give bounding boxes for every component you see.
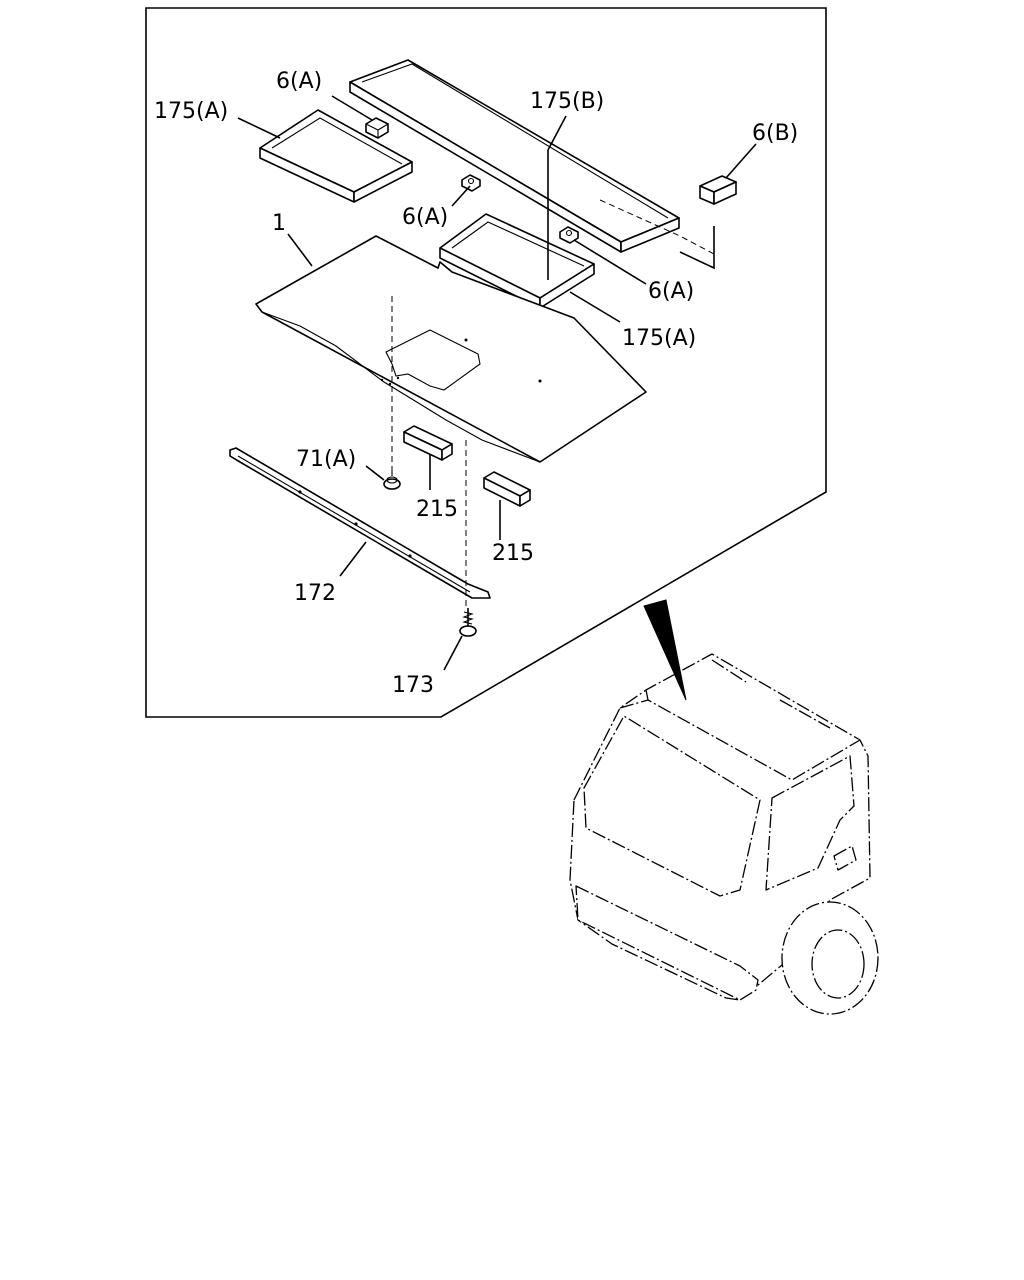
label-6B: 6(B)	[752, 121, 798, 146]
part-1-headliner	[255, 235, 647, 463]
part-173-screw	[459, 608, 477, 637]
side-mirror	[833, 845, 857, 871]
label-6A-mid: 6(A)	[402, 205, 448, 230]
part-6A-clip-top	[365, 117, 389, 139]
label-6A-right: 6(A)	[648, 279, 694, 304]
label-175A-top: 175(A)	[154, 99, 228, 124]
part-215-block-right	[483, 471, 531, 507]
part-71A-clip	[383, 470, 401, 490]
part-172-trim	[229, 447, 491, 599]
label-175B: 175(B)	[530, 89, 604, 114]
label-175A-right: 175(A)	[622, 326, 696, 351]
part-175A-pad-left	[259, 109, 413, 203]
label-6A-top: 6(A)	[276, 69, 322, 94]
label-172: 172	[294, 581, 336, 606]
part-6A-clip-right	[559, 226, 579, 244]
align-line-6B	[599, 199, 715, 255]
part-175B-pad	[349, 59, 680, 253]
part-6A-clip-mid	[461, 174, 481, 192]
leader-lines	[237, 95, 757, 671]
label-1: 1	[272, 211, 286, 236]
label-71A: 71(A)	[296, 447, 356, 472]
label-215-left: 215	[416, 497, 458, 522]
pointer-arrow	[643, 599, 687, 701]
truck-cab-illustration	[569, 653, 879, 1015]
label-215-right: 215	[492, 541, 534, 566]
label-173: 173	[392, 673, 434, 698]
callout-frame	[145, 7, 827, 718]
part-215-block-left	[403, 425, 453, 461]
bumper	[575, 885, 759, 1001]
wheel-hub	[811, 929, 865, 999]
windshield	[583, 715, 761, 897]
part-6B-block	[699, 175, 737, 205]
door-window	[765, 755, 855, 891]
